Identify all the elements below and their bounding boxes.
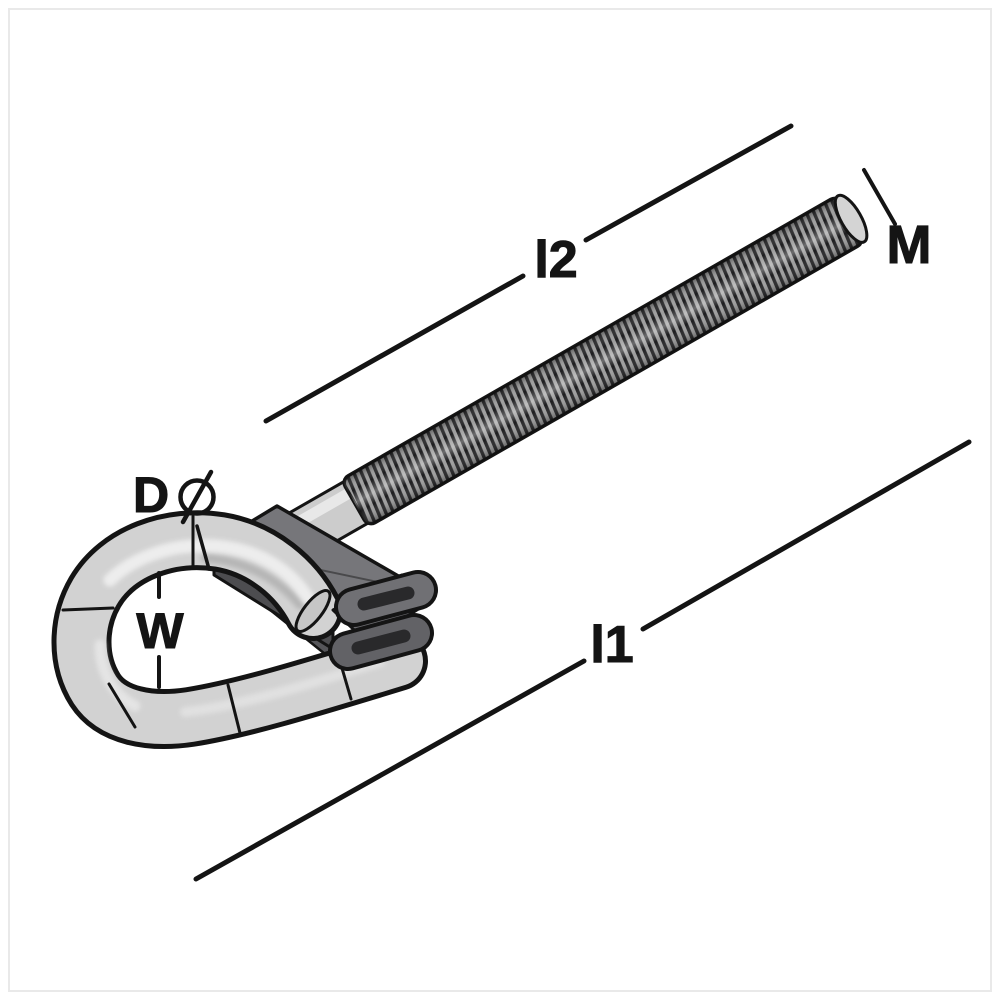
hook-eye bbox=[51, 510, 428, 749]
hook-contour-line-2 bbox=[61, 606, 115, 612]
diameter-symbol-icon bbox=[178, 469, 216, 525]
hook-tip-face bbox=[294, 589, 332, 633]
hook-contour-line-4 bbox=[226, 683, 242, 735]
clamp-front bbox=[328, 570, 438, 671]
hook-highlight-top bbox=[103, 539, 315, 605]
l2-label: l2 bbox=[534, 231, 577, 289]
hook-contour-line-3 bbox=[107, 682, 137, 729]
clamp-lower-jaw-slot bbox=[351, 629, 411, 655]
l2-dim-line-left bbox=[263, 273, 526, 424]
rod-thread-shading bbox=[344, 198, 862, 524]
hook-highlight-left bbox=[94, 639, 141, 712]
l1-dim-line-left bbox=[193, 658, 587, 882]
clamp-upper-jaw-slot bbox=[357, 586, 415, 611]
rod-end-face bbox=[833, 193, 869, 244]
d-label: D bbox=[133, 467, 169, 523]
image-frame-border bbox=[8, 8, 992, 992]
diameter-leader-line bbox=[195, 524, 211, 571]
hook-inner-shadow bbox=[200, 553, 305, 610]
m-label: M bbox=[887, 215, 932, 275]
m-leader-line bbox=[862, 168, 897, 226]
hook-highlight-leg bbox=[180, 657, 385, 717]
w-label: W bbox=[136, 603, 184, 659]
l2-dim-line-right bbox=[583, 123, 794, 243]
dimension-lines bbox=[157, 123, 972, 882]
l1-label: l1 bbox=[590, 616, 633, 674]
l1-dim-line-right bbox=[640, 439, 972, 632]
